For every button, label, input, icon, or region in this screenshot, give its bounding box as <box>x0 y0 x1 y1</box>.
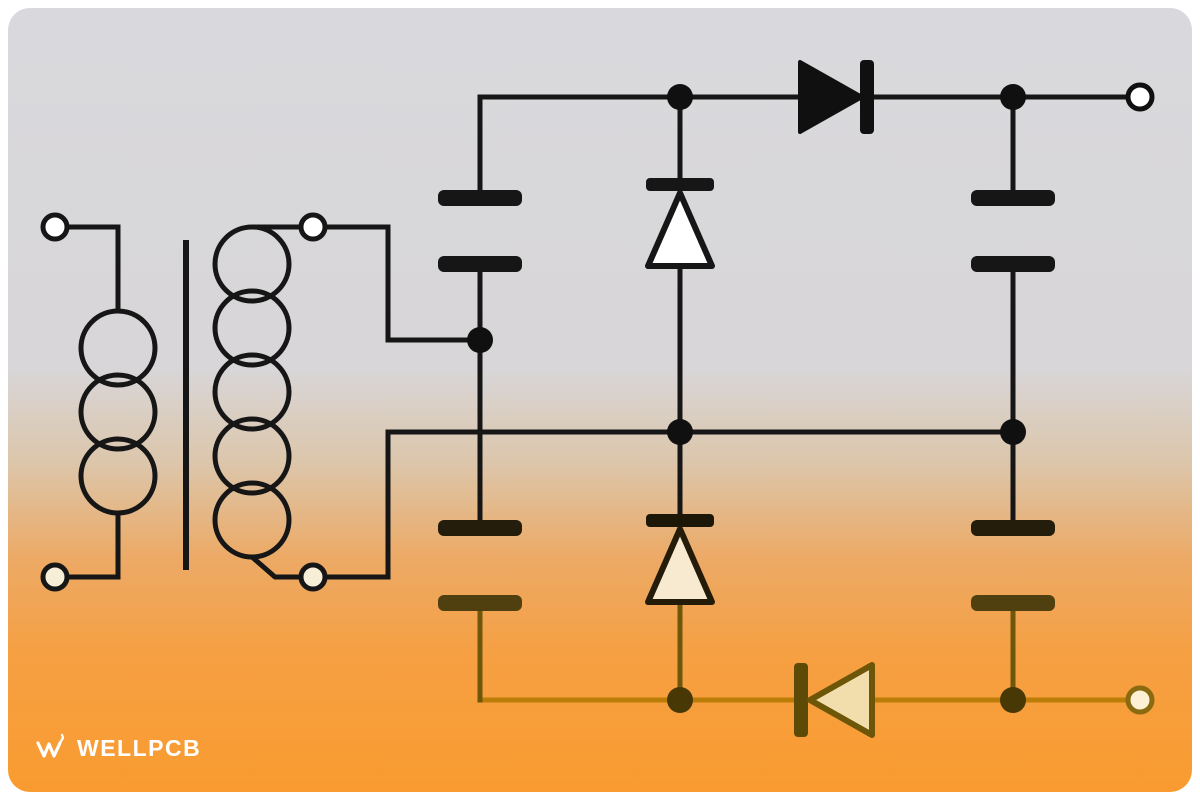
diode-top-rail <box>798 60 874 134</box>
cap-plate <box>438 190 522 206</box>
secondary-bottom-stub <box>250 555 301 580</box>
junction-dot <box>1000 419 1026 445</box>
gradient-background <box>8 8 1192 792</box>
diode-bottom-rail <box>794 662 875 738</box>
secondary-winding <box>212 224 292 560</box>
coil-loop <box>212 288 292 368</box>
brand-logo: WELLPCB <box>34 732 201 764</box>
capacitor-lower-left <box>438 520 522 611</box>
diode-triangle <box>645 526 715 605</box>
cap-plate <box>971 520 1055 536</box>
cap-plate <box>438 595 522 611</box>
junction-dot <box>667 687 693 713</box>
primary-bottom-lead <box>67 513 121 580</box>
diode-cathode-bar <box>646 514 714 527</box>
cap-plate <box>438 256 522 272</box>
junction-dot <box>1000 84 1026 110</box>
secondary-bottom-lead <box>322 429 391 580</box>
junction-dot <box>467 327 493 353</box>
secondary-terminal-top <box>298 212 328 242</box>
junction-dot <box>667 84 693 110</box>
diode-cathode-bar <box>646 178 714 191</box>
junction-dots <box>467 84 1026 713</box>
diode-cathode-bar <box>860 60 874 134</box>
wires <box>322 94 1131 580</box>
diode-triangle <box>645 190 715 269</box>
coil-loop <box>78 372 158 452</box>
cap-plate <box>971 190 1055 206</box>
capacitor-upper-right <box>971 190 1055 272</box>
cap-plate <box>971 256 1055 272</box>
secondary-top-lead <box>322 224 483 343</box>
diode-middle-upper <box>645 178 715 269</box>
primary-top-lead <box>67 224 121 311</box>
primary-terminal-bottom <box>40 562 70 592</box>
brand-name: WELLPCB <box>77 734 202 761</box>
cap-plate <box>971 595 1055 611</box>
junction-dot <box>1000 687 1026 713</box>
w-mark-icon <box>36 733 64 758</box>
diode-cathode-bar <box>794 663 808 737</box>
coil-loop <box>212 352 292 432</box>
coil-loop <box>212 416 292 496</box>
transformer <box>40 212 328 592</box>
junction-dot <box>667 419 693 445</box>
primary-terminal-top <box>40 212 70 242</box>
diode-triangle <box>798 60 864 134</box>
capacitor-upper-left <box>438 190 522 272</box>
output-terminal-bottom <box>1125 685 1155 715</box>
primary-winding <box>78 308 158 516</box>
cap-plate <box>438 520 522 536</box>
secondary-terminal-bottom <box>298 562 328 592</box>
diode-middle-lower <box>645 514 715 605</box>
output-terminal-top <box>1125 82 1155 112</box>
capacitor-lower-right <box>971 520 1055 611</box>
coil-loop <box>78 308 158 388</box>
diode-triangle <box>807 662 875 738</box>
coil-loop <box>78 436 158 516</box>
